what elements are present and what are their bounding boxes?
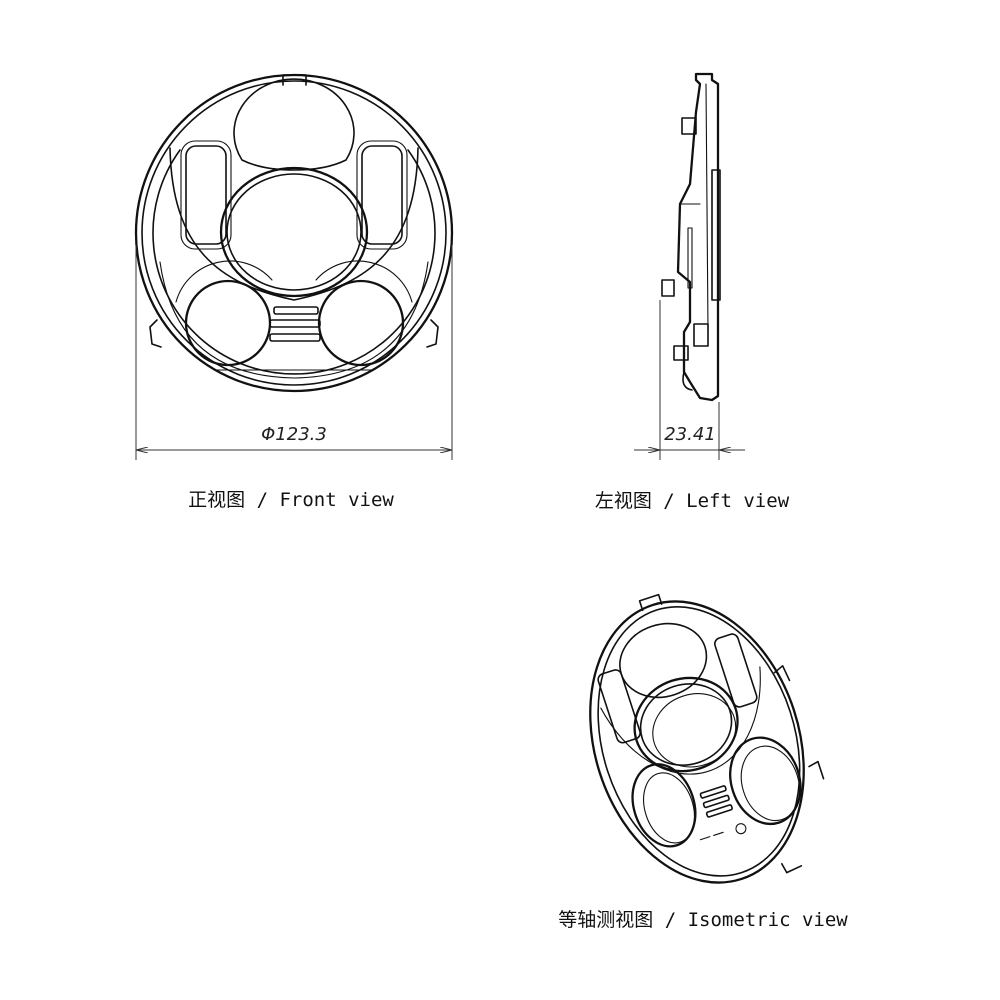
front-view-caption: 正视图 / Front view [188, 489, 394, 511]
front-right-pad [361, 145, 403, 245]
front-central-ring-outer [219, 166, 369, 298]
front-central-ring-inner [226, 173, 362, 291]
front-right-pad-outline [356, 140, 408, 250]
isometric-view [589, 593, 825, 884]
iso-rim-inner-edge [597, 606, 801, 877]
isometric-view-caption: 等轴测视图 / Isometric view [558, 909, 848, 931]
iso-outer-rim [589, 600, 805, 884]
left-upper-tab [681, 117, 697, 135]
front-right-side-tab [426, 319, 439, 348]
front-vent-slot [269, 333, 321, 342]
left-lower-tab [673, 345, 689, 361]
left-depth-dimension: 23.41 [634, 300, 745, 460]
iso-marking-glyphs [699, 831, 724, 841]
iso-bottom-tab [780, 862, 803, 874]
front-vent-slot [273, 306, 319, 315]
iso-vent-slot [702, 794, 730, 809]
front-view [134, 73, 454, 393]
iso-central-ring-depth [652, 693, 737, 768]
front-upper-bump [233, 78, 355, 171]
iso-right-pad [714, 633, 758, 708]
front-lower-left-housing [175, 260, 273, 303]
left-middle-tab [661, 279, 675, 297]
iso-lower-right-tab [808, 760, 825, 780]
left-bottom-hook [682, 371, 693, 391]
front-lower-right-housing [315, 260, 413, 303]
front-left-side-tab [149, 319, 162, 348]
iso-central-ring-inner [639, 683, 733, 766]
front-rim-inner-edge [141, 80, 447, 386]
iso-marking-circle [735, 823, 747, 835]
iso-central-ring-outer [633, 676, 739, 773]
iso-lower-left-opening-depth [643, 772, 695, 844]
iso-vent-slot [699, 785, 727, 799]
iso-lower-right-opening [729, 736, 802, 826]
front-pad-cradle-arc [169, 147, 419, 301]
left-rear-ledge [711, 169, 721, 301]
left-body-profile [676, 72, 720, 402]
front-left-pad [185, 145, 227, 245]
front-vent-slot [269, 319, 321, 328]
left-side-slot [687, 227, 693, 289]
left-view [661, 72, 721, 402]
front-diameter-dimension: Φ123.3 [135, 245, 453, 460]
front-lower-inner-arc [159, 261, 429, 379]
iso-lower-left-opening [631, 763, 697, 848]
iso-left-pad [597, 669, 641, 744]
iso-top-tab [638, 593, 663, 612]
front-cavity-wall [152, 149, 436, 375]
left-plate-inner-line [705, 83, 709, 331]
front-diameter-value: Φ123.3 [261, 424, 327, 445]
left-view-caption: 左视图 / Left view [595, 490, 790, 512]
iso-right-tab [773, 665, 791, 682]
iso-lower-right-opening-depth [740, 745, 801, 822]
iso-cavity-wall [600, 666, 761, 775]
left-bottom-boss [693, 323, 709, 347]
iso-vent-slot [705, 804, 733, 818]
front-lower-right-opening [317, 279, 405, 367]
left-depth-value: 23.41 [664, 424, 716, 445]
front-left-pad-outline [180, 140, 232, 250]
